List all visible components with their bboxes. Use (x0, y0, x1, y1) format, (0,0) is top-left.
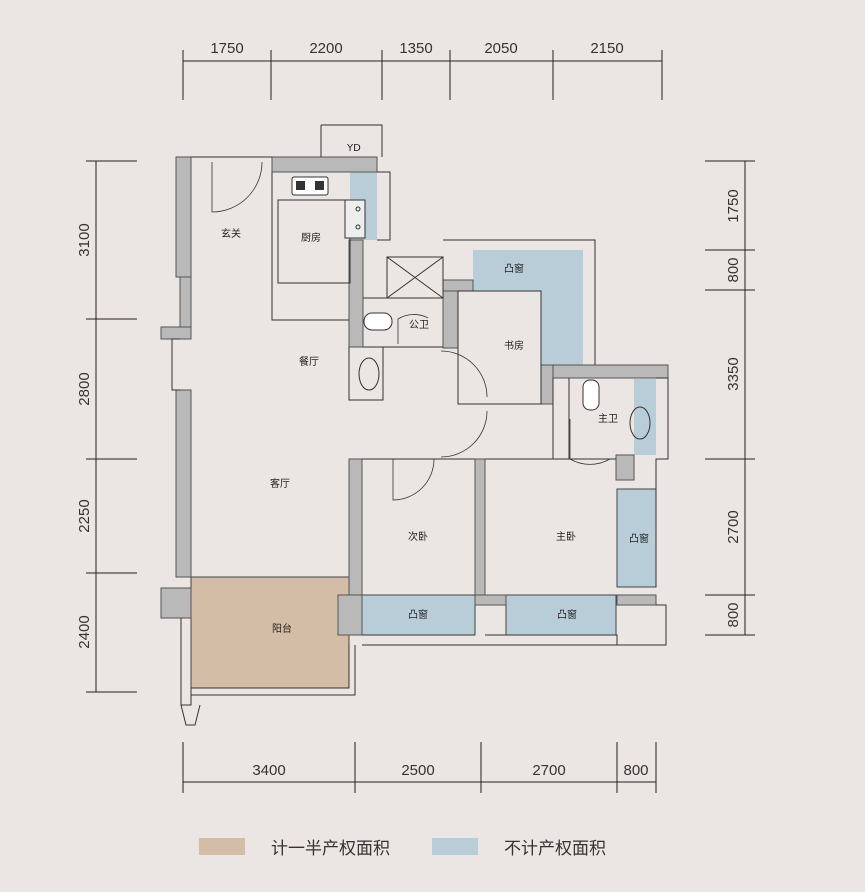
right-dimension-line (705, 160, 755, 636)
legend-half-area: 计一半产权面积 (199, 834, 390, 859)
room-master-bay-bottom: 凸窗 (557, 608, 577, 621)
legend-label-half: 计一半产权面积 (271, 839, 390, 859)
dim-top-2: 2200 (309, 40, 342, 57)
room-outlines (171, 124, 669, 726)
dim-bottom-1: 3400 (252, 762, 285, 779)
walls (160, 156, 669, 636)
legend-swatch-half (199, 838, 245, 855)
legend-swatch-excluded (432, 838, 478, 855)
dim-bottom-3: 2700 (532, 762, 565, 779)
dim-bottom-2: 2500 (401, 762, 434, 779)
master-bedroom-bay-window-right (616, 488, 657, 588)
room-kitchen: 厨房 (301, 231, 321, 244)
study-bay-window (473, 250, 583, 365)
dim-bottom-4: 800 (623, 762, 648, 779)
room-second-bedroom: 次卧 (408, 530, 428, 543)
dim-left-1: 3100 (76, 223, 93, 256)
legend-excluded-area: 不计产权面积 (432, 834, 606, 859)
master-bedroom-bay-window-bottom (505, 594, 617, 636)
basin-icon (358, 357, 380, 391)
room-master-bath: 主卫 (598, 413, 618, 425)
room-second-bay: 凸窗 (408, 608, 428, 621)
dim-right-1: 1750 (725, 189, 742, 222)
left-dimension-line (86, 160, 137, 693)
sink-icon (344, 199, 366, 239)
legend-label-excluded: 不计产权面积 (504, 839, 606, 859)
master-basin-icon (629, 406, 651, 440)
master-toilet-icon (582, 379, 600, 411)
dim-right-3: 3350 (725, 357, 742, 390)
toilet-icon (363, 312, 393, 331)
dim-top-3: 1350 (399, 40, 432, 57)
room-public-bath: 公卫 (409, 320, 429, 331)
room-entry: 玄关 (221, 227, 241, 240)
room-master-bay-right: 凸窗 (629, 532, 649, 545)
dim-right-4: 2700 (725, 510, 742, 543)
room-master-bedroom: 主卧 (556, 530, 576, 543)
balcony-area (190, 576, 350, 689)
dim-right-2: 800 (725, 257, 742, 282)
doors (211, 161, 611, 501)
room-study-bay: 凸窗 (504, 262, 524, 275)
room-study: 书房 (504, 339, 524, 352)
dim-top-4: 2050 (484, 40, 517, 57)
dim-top-1: 1750 (210, 40, 243, 57)
dim-left-4: 2400 (76, 615, 93, 648)
room-living: 客厅 (270, 477, 290, 490)
yd-label: YD (346, 143, 361, 154)
dim-left-2: 2800 (76, 372, 93, 405)
master-bath-vanity-area (634, 379, 656, 455)
dim-left-3: 2250 (76, 499, 93, 532)
bottom-dimension-line (182, 742, 657, 793)
room-dining: 餐厅 (299, 355, 319, 368)
stove-icon (291, 176, 329, 196)
top-dimension-line (182, 50, 663, 100)
room-balcony: 阳台 (272, 622, 292, 635)
dim-right-5: 800 (725, 602, 742, 627)
dim-top-5: 2150 (590, 40, 623, 57)
